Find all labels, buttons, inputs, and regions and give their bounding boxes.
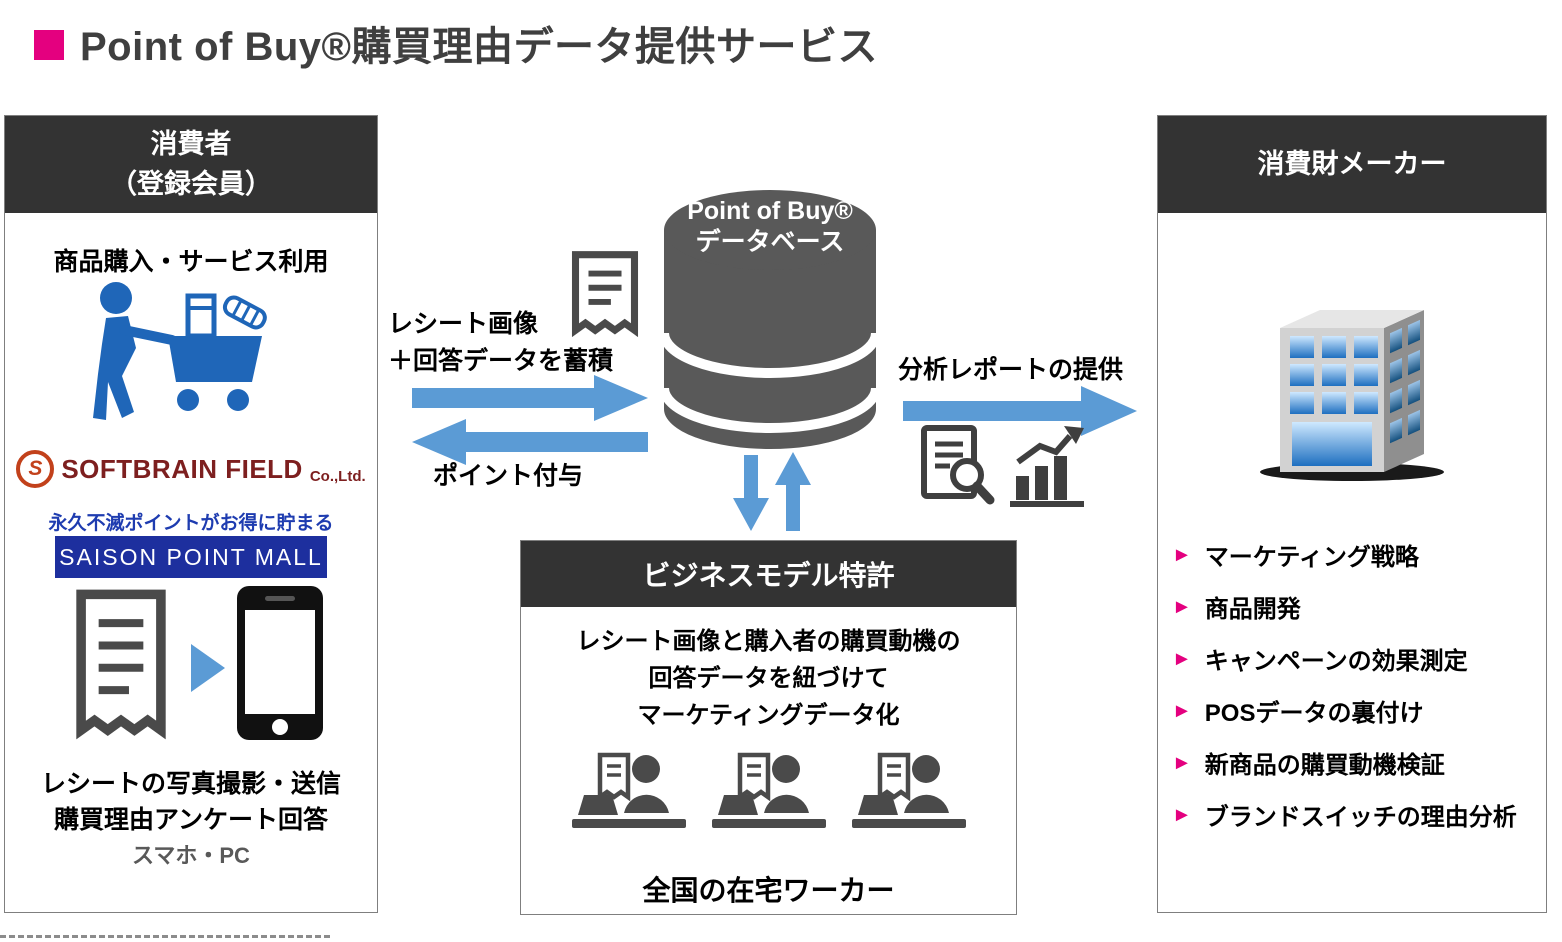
arrow-right-icon [412, 375, 648, 426]
receipt-to-db-icon [563, 250, 647, 347]
list-item: ► 商品開発 [1172, 580, 1540, 632]
page-title-row: Point of Buy®購買理由データ提供サービス [34, 14, 878, 72]
flow-to-db-line2: ＋回答データを蓄積 [388, 347, 614, 375]
building-icon [1252, 276, 1452, 486]
consumer-panel: 消費者 （登録会員） 商品購入・サービス利用 [4, 115, 378, 913]
flow-report-label: 分析レポートの提供 [898, 356, 1124, 384]
triangle-bullet-icon: ► [1172, 596, 1192, 618]
shopper-cart-icon [76, 278, 306, 445]
consumer-header-line1: 消費者 [150, 129, 232, 160]
patent-box: ビジネスモデル特許 レシート画像と購入者の購買動機の 回答データを紐づけて マー… [520, 540, 1017, 915]
softbrain-mark-icon: S [16, 450, 55, 488]
patent-desc-line2: 回答データを紐づけて [648, 665, 889, 692]
database-label-line1: Point of Buy® [687, 197, 853, 225]
list-item-label: キャンペーンの効果測定 [1204, 647, 1468, 675]
flow-to-db-line1: レシート画像 [388, 310, 539, 338]
softbrain-logo: S SOFTBRAIN FIELD Co.,Ltd. [5, 450, 377, 488]
arrow-down-icon [733, 455, 769, 536]
triangle-bullet-icon: ► [1172, 648, 1192, 670]
action-survey: 購買理由アンケート回答 [53, 806, 328, 834]
list-item-label: マーケティング戦略 [1204, 543, 1419, 571]
arrow-up-icon [775, 452, 811, 536]
softbrain-suffix: Co.,Ltd. [309, 468, 366, 485]
home-worker-icon [850, 749, 968, 849]
title-bullet-square-icon [34, 30, 64, 60]
patent-desc-line1: レシート画像と購入者の購買動機の [576, 628, 961, 655]
list-item: ► 新商品の購買動機検証 [1172, 736, 1540, 788]
report-magnifier-icon [920, 424, 996, 513]
patent-description: レシート画像と購入者の購買動機の 回答データを紐づけて マーケティングデータ化 [521, 623, 1016, 734]
maker-panel-header: 消費財メーカー [1158, 116, 1546, 213]
triangle-bullet-icon: ► [1172, 804, 1192, 826]
list-item-label: 新商品の購買動機検証 [1204, 751, 1445, 779]
maker-header-text: 消費財メーカー [1257, 148, 1447, 179]
workers-caption: 全国の在宅ワーカー [642, 875, 895, 906]
transfer-triangle-icon [191, 644, 225, 692]
list-item: ► ブランドスイッチの理由分析 [1172, 788, 1540, 840]
devices-label: スマホ・PC [132, 843, 250, 868]
database-label-line2: データベース [695, 228, 845, 256]
saison-point-mall-banner: SAISON POINT MALL [55, 536, 327, 578]
triangle-bullet-icon: ► [1172, 700, 1192, 722]
list-item: ► POSデータの裏付け [1172, 684, 1540, 736]
consumer-header-line2: （登録会員） [110, 168, 272, 199]
arrow-left-icon [412, 419, 648, 470]
database-cylinder-icon [659, 185, 881, 458]
page-title: Point of Buy®購買理由データ提供サービス [80, 25, 878, 69]
triangle-bullet-icon: ► [1172, 752, 1192, 774]
home-worker-icon [570, 749, 688, 849]
list-item: ► キャンペーンの効果測定 [1172, 632, 1540, 684]
usage-title: 商品購入・サービス利用 [53, 248, 329, 276]
arrow-right-large-icon [903, 386, 1137, 441]
list-item-label: 商品開発 [1204, 595, 1301, 623]
triangle-bullet-icon: ► [1172, 544, 1192, 566]
maker-panel: 消費財メーカー [1157, 115, 1547, 913]
softbrain-name: SOFTBRAIN FIELD [61, 453, 303, 484]
patent-box-header: ビジネスモデル特許 [521, 541, 1016, 607]
home-worker-icon [710, 749, 828, 849]
receipt-icon [65, 588, 177, 751]
database-label: Point of Buy® データベース [660, 196, 880, 258]
consumer-panel-header: 消費者 （登録会員） [5, 116, 377, 213]
action-photo-send: レシートの写真撮影・送信 [40, 770, 341, 798]
list-item-label: POSデータの裏付け [1204, 699, 1424, 727]
list-item-label: ブランドスイッチの理由分析 [1204, 803, 1517, 831]
bar-chart-icon [1006, 424, 1088, 513]
flow-to-db-label: レシート画像 ＋回答データを蓄積 [388, 306, 613, 380]
list-item: ► マーケティング戦略 [1172, 528, 1540, 580]
saison-caption: 永久不滅ポイントがお得に貯まる [48, 513, 334, 534]
flow-points-label: ポイント付与 [433, 462, 584, 490]
maker-benefits-list: ► マーケティング戦略 ► 商品開発 ► キャンペーンの効果測定 ► POSデー… [1172, 528, 1540, 840]
decor-dashed-line [0, 935, 330, 938]
patent-desc-line3: マーケティングデータ化 [637, 702, 900, 729]
workers-row [521, 749, 1016, 849]
smartphone-icon [235, 584, 325, 747]
